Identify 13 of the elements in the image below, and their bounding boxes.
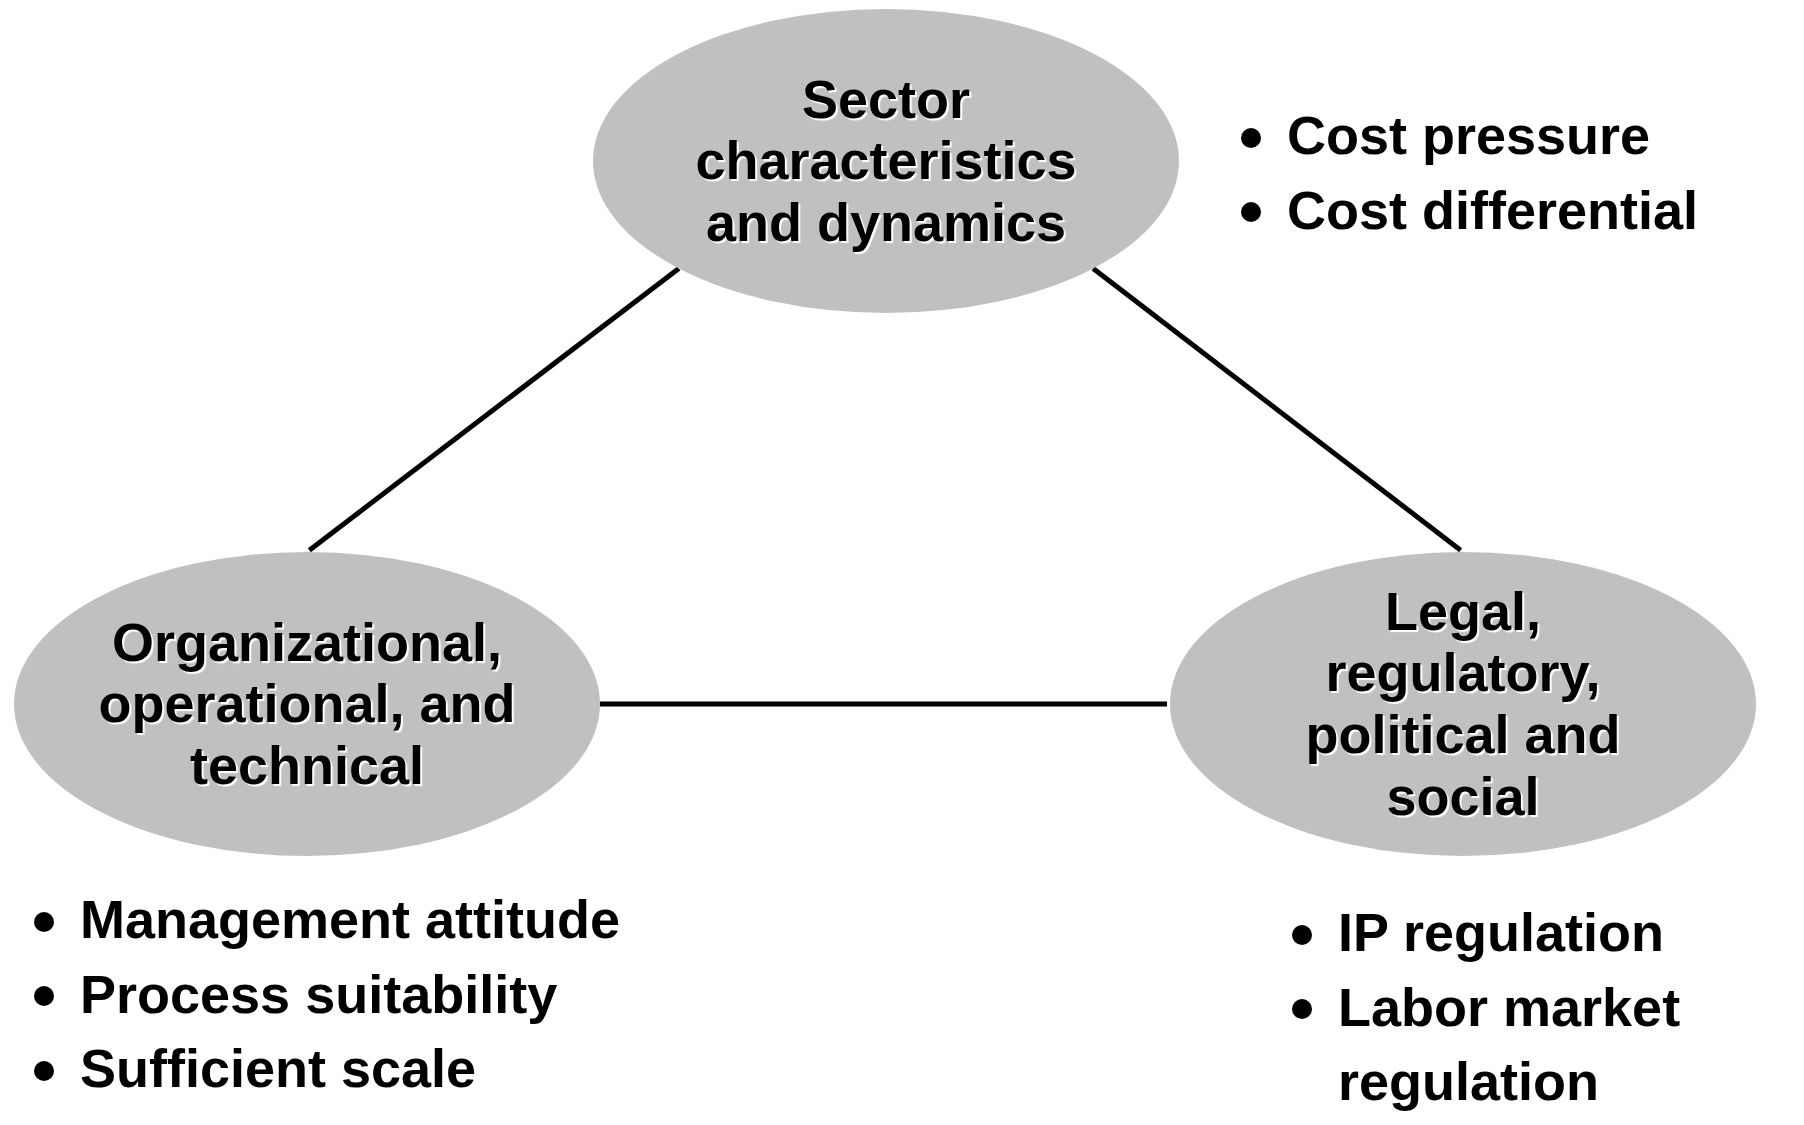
connector-line (600, 701, 1167, 707)
bullet-item: Cost pressure (1237, 98, 1797, 173)
node-label: Legal, regulatory, political and social (1304, 580, 1622, 828)
bullet-item: Labor market regulation (1288, 969, 1788, 1119)
node-label: Organizational, operational, and technical (97, 611, 517, 797)
connector-line (1091, 266, 1463, 553)
bullet-item: Management attitude (30, 882, 770, 957)
bullet-item: Cost differential (1237, 172, 1797, 248)
bullet-item: IP regulation (1288, 895, 1788, 970)
bullet-item: Sufficient scale (30, 1031, 770, 1106)
node-label: Sector characteristics and dynamics (694, 68, 1078, 254)
connector-line (307, 266, 681, 553)
bullet-item: Process suitability (30, 956, 770, 1032)
